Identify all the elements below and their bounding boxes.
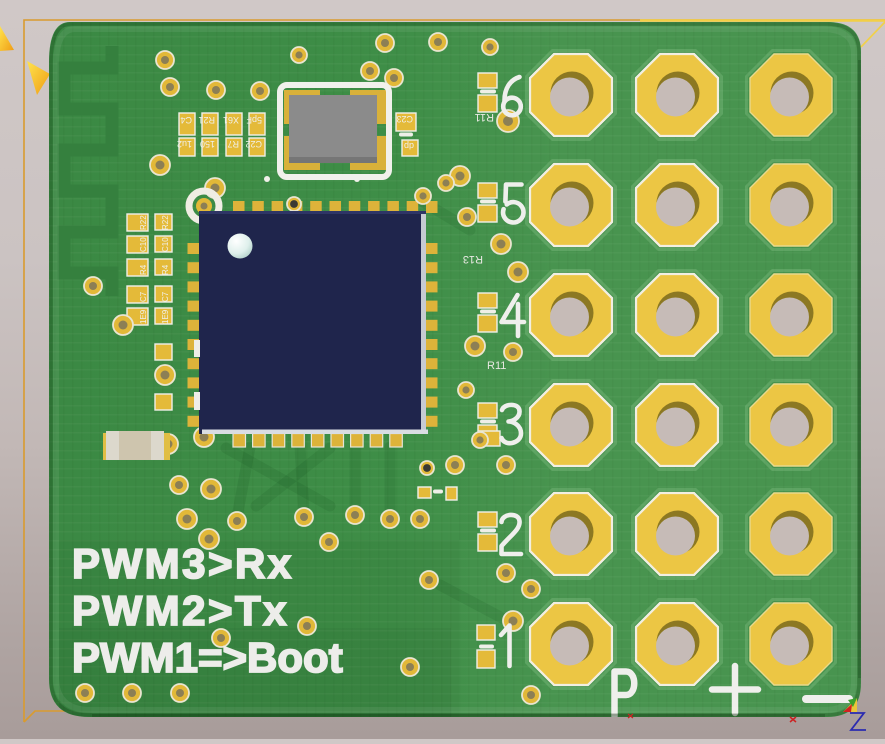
svg-text:R22: R22: [139, 215, 148, 230]
svg-text:R4: R4: [139, 264, 148, 275]
svg-text:C10: C10: [139, 237, 148, 252]
svg-text:5pF: 5pF: [246, 115, 262, 125]
svg-text:C23: C23: [396, 114, 413, 124]
svg-text:PWM3>Rx: PWM3>Rx: [72, 540, 294, 587]
svg-text:X61: X61: [223, 115, 239, 125]
svg-text:1E9: 1E9: [139, 309, 148, 324]
svg-text:PWM2>Tx: PWM2>Tx: [72, 587, 289, 634]
svg-text:PWM1=>Boot: PWM1=>Boot: [72, 634, 343, 681]
svg-text:C7: C7: [161, 291, 170, 302]
svg-text:dp: dp: [404, 141, 414, 151]
svg-text:R21: R21: [198, 115, 215, 125]
svg-text:1E9: 1E9: [161, 309, 170, 324]
svg-text:C10: C10: [161, 237, 170, 252]
svg-text:R13: R13: [463, 253, 483, 265]
svg-text:R7: R7: [227, 139, 239, 149]
svg-text:R22: R22: [161, 215, 170, 230]
svg-text:C4: C4: [180, 115, 192, 125]
svg-text:R11: R11: [487, 360, 506, 372]
svg-text:R4: R4: [161, 264, 170, 275]
svg-text:C7: C7: [139, 291, 148, 302]
svg-text:C22: C22: [245, 139, 262, 149]
svg-text:1u2: 1u2: [177, 139, 192, 149]
svg-text:150: 150: [200, 139, 215, 149]
svg-text:R11: R11: [475, 111, 494, 123]
